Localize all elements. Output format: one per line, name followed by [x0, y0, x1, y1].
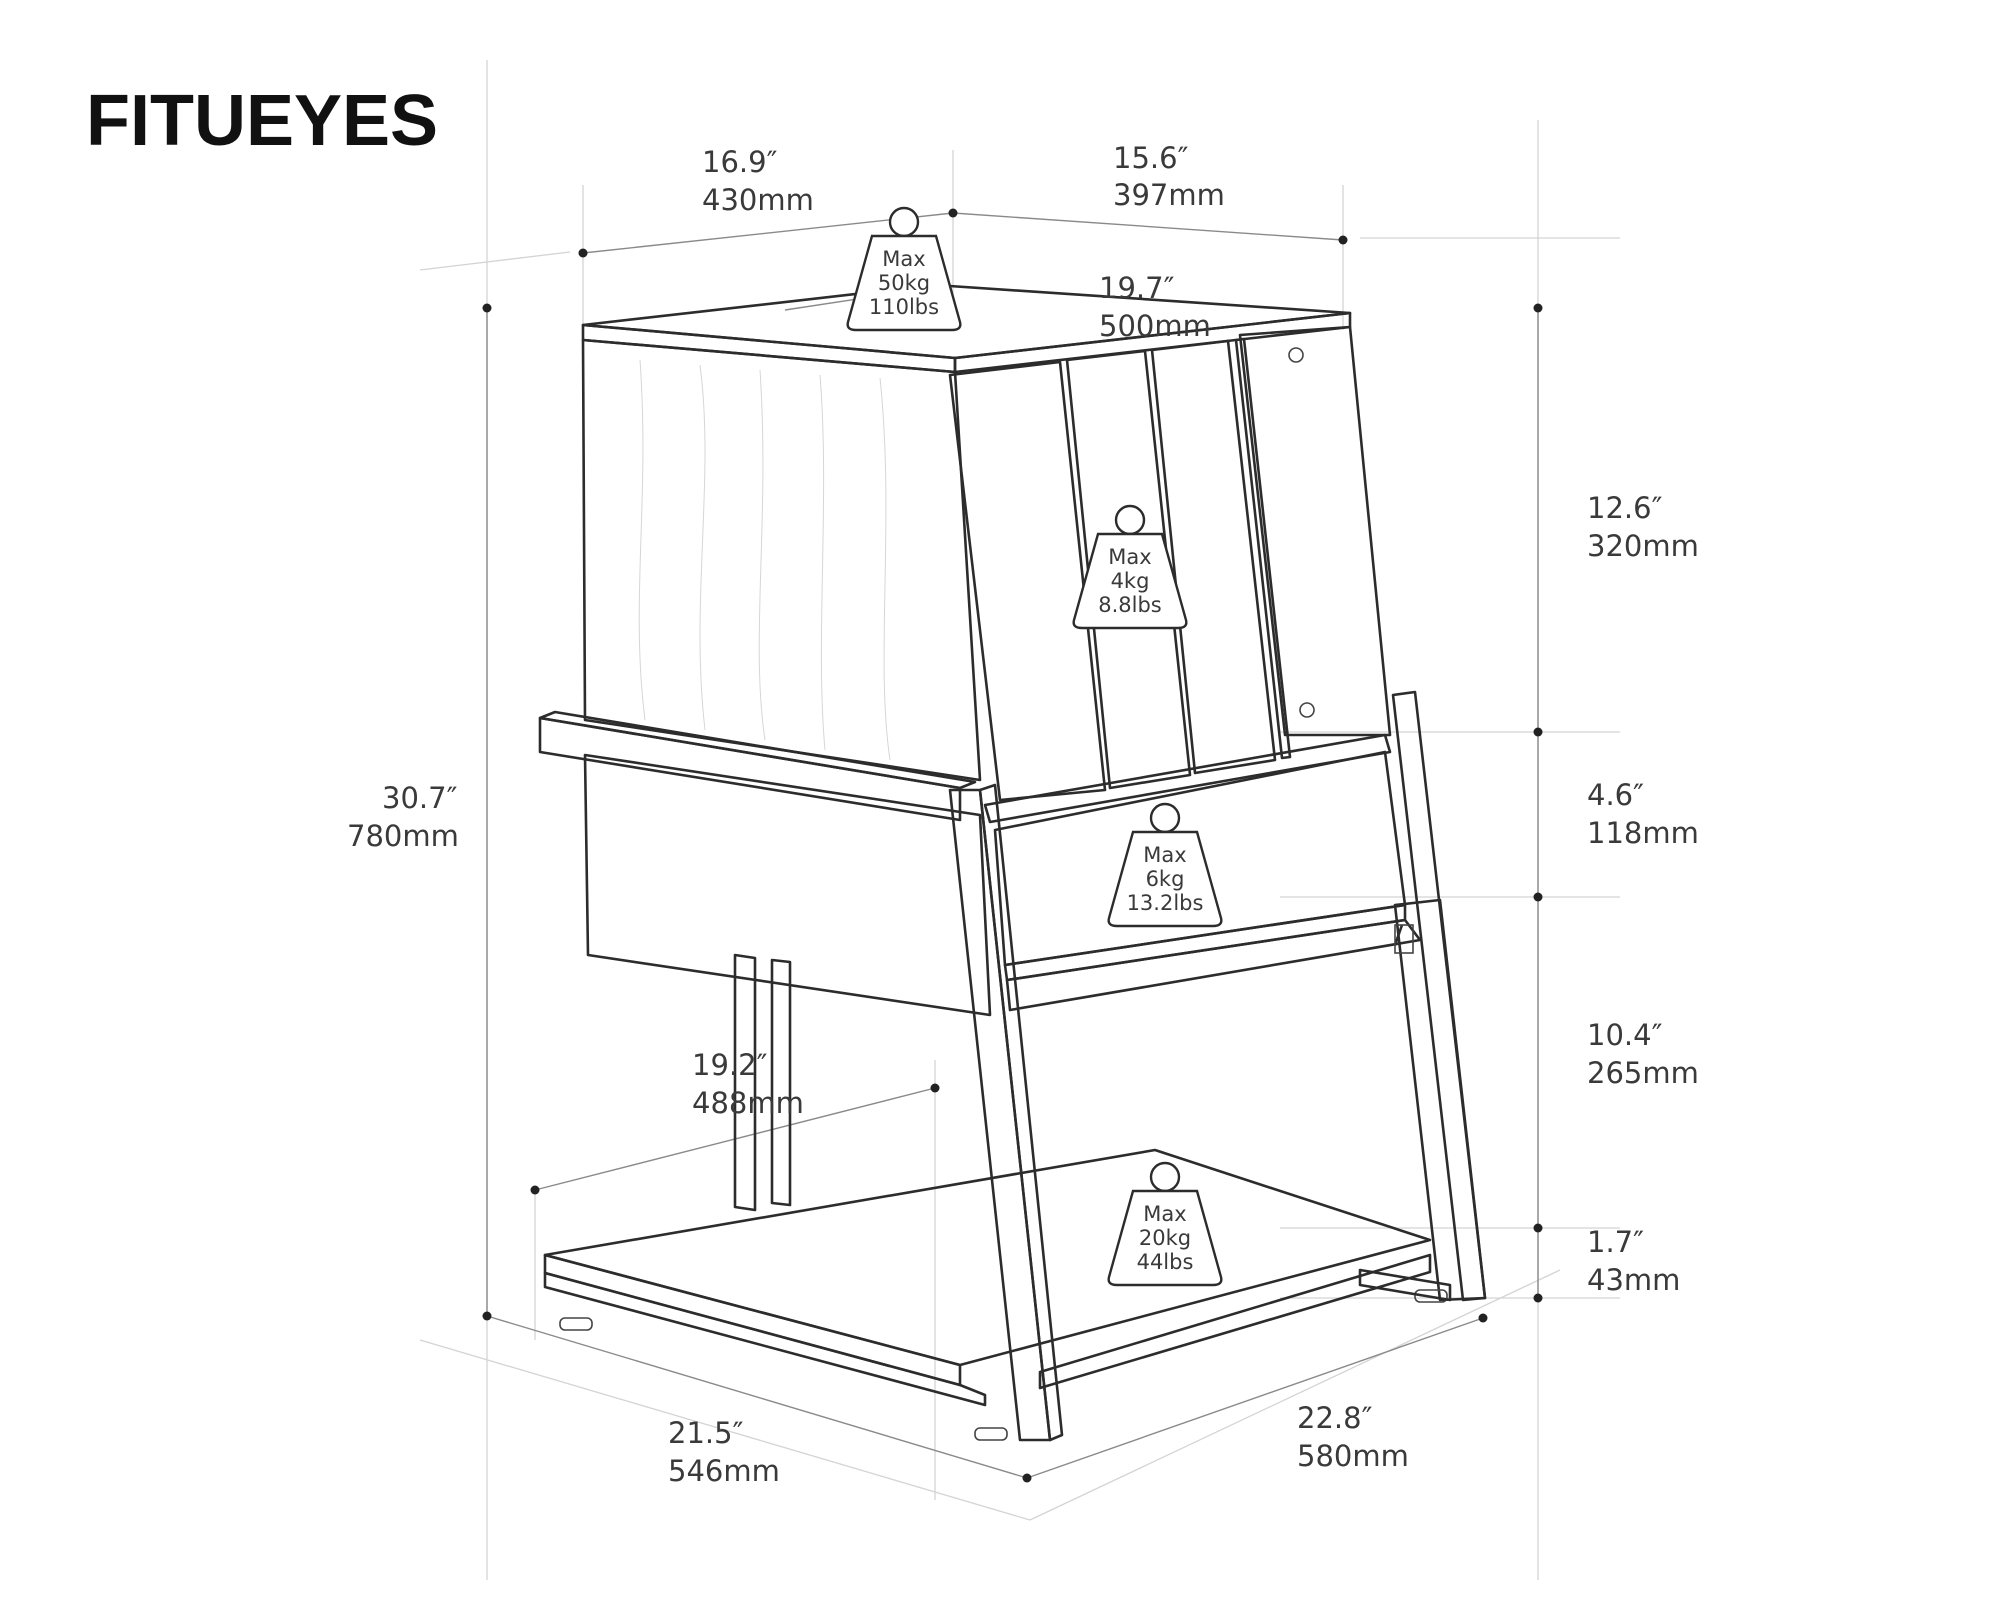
- weight-bottom-lbs: 44lbs: [1137, 1250, 1194, 1274]
- svg-text:16.9″: 16.9″: [702, 145, 778, 179]
- weight-bottom-label: Max: [1143, 1202, 1186, 1226]
- svg-text:580mm: 580mm: [1297, 1439, 1409, 1473]
- label-inner-depth: 19.2″ 488mm: [692, 1048, 804, 1120]
- weight-badge-top: Max 50kg 110lbs: [846, 206, 962, 332]
- label-base-depth: 21.5″ 546mm: [668, 1416, 780, 1488]
- foot-front: [974, 1427, 1008, 1441]
- label-top-depth: 16.9″ 430mm: [702, 145, 814, 217]
- divider-1: [948, 360, 1107, 802]
- rear-left-leg: [733, 953, 757, 1212]
- svg-text:19.2″: 19.2″: [692, 1048, 768, 1082]
- brand-logo-light: FITU: [86, 81, 246, 161]
- svg-text:546mm: 546mm: [668, 1454, 780, 1488]
- weight-top-label: Max: [882, 247, 925, 271]
- svg-text:500mm: 500mm: [1099, 309, 1211, 343]
- weight-drawer-kg: 6kg: [1146, 867, 1185, 891]
- svg-text:15.6″: 15.6″: [1113, 141, 1189, 175]
- label-upper-section: 12.6″ 320mm: [1587, 491, 1699, 563]
- foot-right: [1414, 1289, 1448, 1303]
- dimension-endpoints: [482, 208, 1543, 1483]
- label-drawer-section: 4.6″ 118mm: [1587, 778, 1699, 850]
- label-top-width: 15.6″ 397mm: [1113, 141, 1225, 212]
- bottom-shelf: [543, 1148, 1432, 1367]
- svg-text:4.6″: 4.6″: [1587, 778, 1644, 812]
- svg-text:10.4″: 10.4″: [1587, 1018, 1663, 1052]
- dim-line-base-depth: [486, 1315, 1028, 1479]
- svg-text:118mm: 118mm: [1587, 816, 1699, 850]
- label-shelf-width: 19.7″ 500mm: [1099, 271, 1211, 343]
- top-board: [581, 283, 1352, 360]
- weight-bottom-kg: 20kg: [1139, 1226, 1191, 1250]
- brand-logo: FITUEYES: [86, 81, 438, 161]
- weight-badge-bottom: Max 20kg 44lbs: [1107, 1161, 1223, 1287]
- svg-text:780mm: 780mm: [347, 819, 459, 853]
- weight-top-kg: 50kg: [878, 271, 930, 295]
- svg-text:43mm: 43mm: [1587, 1263, 1680, 1297]
- dim-line-top-width: [952, 212, 1344, 241]
- svg-text:12.6″: 12.6″: [1587, 491, 1663, 525]
- weight-badge-dividers: Max 4kg 8.8lbs: [1072, 504, 1188, 630]
- divider-3: [1150, 339, 1277, 775]
- svg-text:397mm: 397mm: [1113, 178, 1225, 212]
- label-base-height: 1.7″ 43mm: [1587, 1225, 1680, 1297]
- weight-top-lbs: 110lbs: [869, 295, 939, 319]
- record-cabinet-illustration: [538, 283, 1487, 1442]
- label-lower-clearance: 10.4″ 265mm: [1587, 1018, 1699, 1090]
- weight-dividers-lbs: 8.8lbs: [1098, 593, 1162, 617]
- dim-line-base-width: [1026, 1317, 1484, 1479]
- foot-front-left: [559, 1317, 593, 1331]
- svg-text:21.5″: 21.5″: [668, 1416, 744, 1450]
- svg-text:30.7″: 30.7″: [382, 781, 458, 815]
- front-right-leg: [1391, 690, 1487, 1302]
- label-base-width: 22.8″ 580mm: [1297, 1401, 1409, 1473]
- drawer-front-left: [583, 753, 992, 1017]
- svg-text:488mm: 488mm: [692, 1086, 804, 1120]
- weight-badge-drawer: Max 6kg 13.2lbs: [1107, 802, 1223, 928]
- weight-drawer-label: Max: [1143, 843, 1186, 867]
- weight-dividers-kg: 4kg: [1111, 569, 1150, 593]
- guide-lines: [419, 60, 1620, 1580]
- svg-text:22.8″: 22.8″: [1297, 1401, 1373, 1435]
- svg-text:265mm: 265mm: [1587, 1056, 1699, 1090]
- weight-drawer-lbs: 13.2lbs: [1127, 891, 1204, 915]
- svg-text:430mm: 430mm: [702, 183, 814, 217]
- svg-text:1.7″: 1.7″: [1587, 1225, 1644, 1259]
- dimension-labels: 16.9″ 430mm 15.6″ 397mm 19.7″ 500mm 30.7…: [347, 141, 1699, 1488]
- divider-shelf: [983, 733, 1392, 824]
- svg-text:320mm: 320mm: [1587, 529, 1699, 563]
- weight-dividers-label: Max: [1108, 545, 1151, 569]
- divider-2: [1065, 349, 1192, 790]
- drawer-bottom: [1005, 918, 1422, 1012]
- dimension-lines: [482, 208, 1543, 1483]
- left-side-panel: [581, 338, 982, 782]
- svg-text:19.7″: 19.7″: [1099, 271, 1175, 305]
- label-total-height: 30.7″ 780mm: [347, 781, 459, 853]
- brand-logo-bold: EYES: [246, 81, 438, 161]
- back-panel: [1238, 325, 1392, 737]
